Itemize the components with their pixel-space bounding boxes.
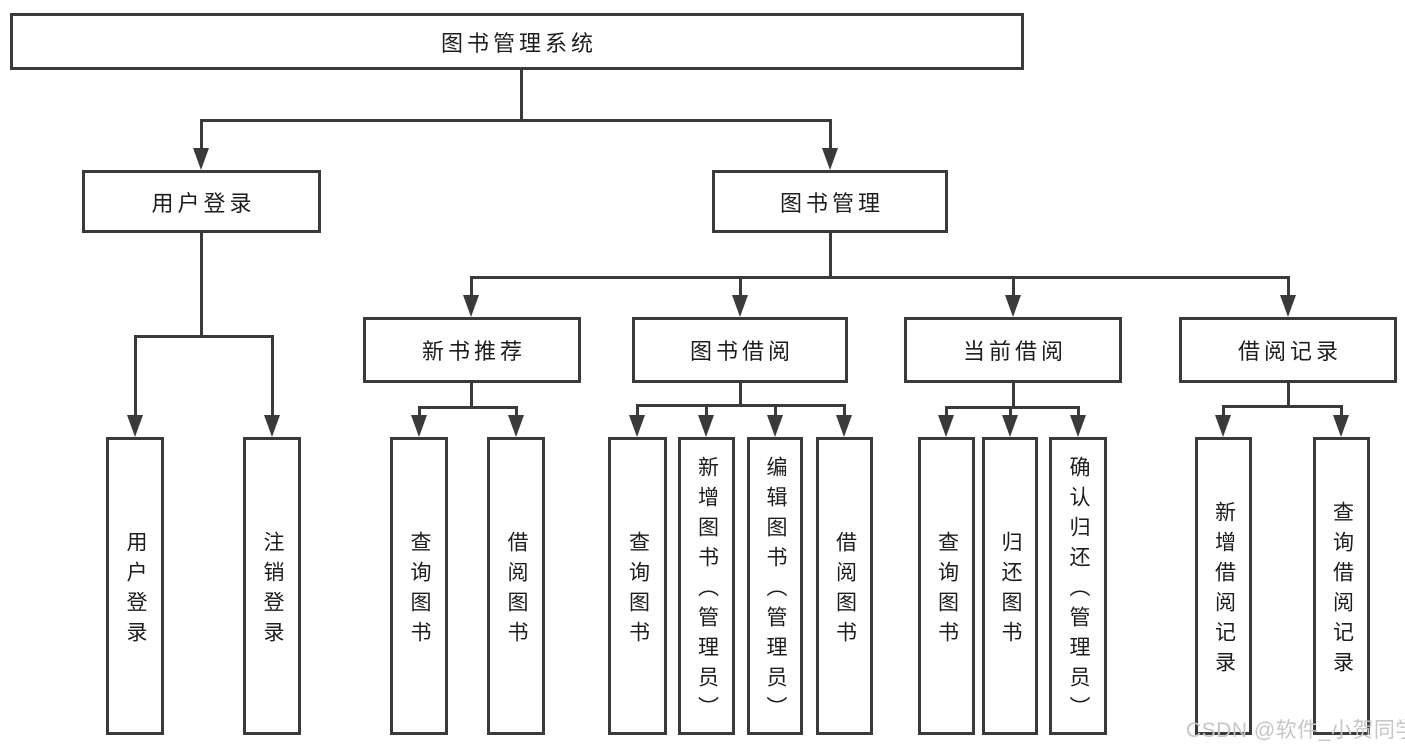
connector-line <box>1222 405 1225 418</box>
connector-line <box>636 404 639 418</box>
node-current-borrow-label: 当前借阅 <box>962 339 1067 364</box>
leaf-query-books-current-label: 查询图书 <box>935 530 959 651</box>
node-new-book-recommend-label: 新书推荐 <box>421 339 526 364</box>
leaf-add-book-admin-label: 新增图书（管理员） <box>695 455 719 726</box>
connector-line <box>1012 383 1015 406</box>
connector-line <box>843 404 846 418</box>
arrow-down-icon <box>732 295 748 317</box>
arrow-down-icon <box>629 415 645 437</box>
leaf-borrow-books-recommend: 借阅图书 <box>487 437 545 735</box>
arrow-down-icon <box>193 148 209 170</box>
leaf-edit-book-admin-label: 编辑图书（管理员） <box>764 455 788 726</box>
leaf-query-books-borrow: 查询图书 <box>608 437 667 735</box>
node-user-login: 用户登录 <box>82 170 321 233</box>
node-book-borrow: 图书借阅 <box>632 317 848 383</box>
connector-line <box>945 406 948 418</box>
node-borrow-records-label: 借阅记录 <box>1237 339 1342 364</box>
arrow-down-icon <box>1002 415 1018 437</box>
arrow-down-icon <box>698 415 714 437</box>
node-borrow-records: 借阅记录 <box>1179 317 1397 383</box>
arrow-down-icon <box>1333 415 1349 437</box>
arrow-down-icon <box>1280 295 1296 317</box>
leaf-query-borrow-record: 查询借阅记录 <box>1313 437 1370 735</box>
connector-line <box>271 335 274 417</box>
leaf-user-login: 用户登录 <box>106 437 164 735</box>
node-user-login-label: 用户登录 <box>151 190 256 216</box>
arrow-down-icon <box>264 415 280 437</box>
connector-line <box>945 406 1080 409</box>
connector-line <box>418 406 421 418</box>
leaf-user-login-label: 用户登录 <box>124 530 148 651</box>
connector-line <box>1287 383 1290 405</box>
arrow-down-icon <box>508 415 524 437</box>
connector-line <box>470 276 473 297</box>
connector-line <box>515 406 518 418</box>
arrow-down-icon <box>767 415 783 437</box>
connector-line <box>200 119 832 122</box>
connector-line <box>829 119 832 151</box>
connector-line <box>418 406 518 409</box>
connector-line <box>1340 405 1343 418</box>
leaf-query-books-borrow-label: 查询图书 <box>626 530 650 651</box>
leaf-query-books-recommend: 查询图书 <box>390 437 448 735</box>
connector-line <box>1012 276 1015 297</box>
node-root-label: 图书管理系统 <box>440 30 597 56</box>
leaf-borrow-books-recommend-label: 借阅图书 <box>505 530 529 651</box>
connector-line <box>470 383 473 406</box>
connector-line <box>739 276 742 297</box>
connector-line <box>1009 406 1012 418</box>
leaf-add-book-admin: 新增图书（管理员） <box>678 437 735 735</box>
leaf-return-books-label: 归还图书 <box>999 530 1023 651</box>
connector-line <box>1077 406 1080 418</box>
arrow-down-icon <box>836 415 852 437</box>
leaf-query-borrow-record-label: 查询借阅记录 <box>1330 500 1354 681</box>
leaf-confirm-return-admin: 确认归还（管理员） <box>1049 437 1107 735</box>
leaf-confirm-return-admin-label: 确认归还（管理员） <box>1067 455 1091 726</box>
connector-line <box>1287 276 1290 297</box>
connector-line <box>705 404 708 418</box>
connector-line <box>1222 405 1343 408</box>
node-current-borrow: 当前借阅 <box>904 317 1122 383</box>
arrow-down-icon <box>1005 295 1021 317</box>
leaf-borrow-books: 借阅图书 <box>816 437 873 735</box>
node-new-book-recommend: 新书推荐 <box>363 317 581 383</box>
arrow-down-icon <box>411 415 427 437</box>
leaf-logout-label: 注销登录 <box>261 530 285 651</box>
arrow-down-icon <box>822 148 838 170</box>
leaf-borrow-books-label: 借阅图书 <box>833 530 857 651</box>
connector-line <box>134 335 137 417</box>
arrow-down-icon <box>1215 415 1231 437</box>
connector-line <box>200 233 203 335</box>
leaf-edit-book-admin: 编辑图书（管理员） <box>747 437 803 735</box>
connector-line <box>774 404 777 418</box>
node-book-borrow-label: 图书借阅 <box>689 339 794 364</box>
node-book-management: 图书管理 <box>712 170 948 233</box>
connector-line <box>636 404 846 407</box>
connector-line <box>739 383 742 404</box>
leaf-logout: 注销登录 <box>243 437 301 735</box>
connector-line <box>200 119 203 151</box>
leaf-return-books: 归还图书 <box>982 437 1038 735</box>
connector-line <box>520 70 523 122</box>
leaf-query-books-recommend-label: 查询图书 <box>408 530 432 651</box>
connector-line <box>470 276 1290 279</box>
leaf-query-books-current: 查询图书 <box>918 437 975 735</box>
leaf-add-borrow-record-label: 新增借阅记录 <box>1212 500 1236 681</box>
arrow-down-icon <box>127 415 143 437</box>
node-book-management-label: 图书管理 <box>779 190 884 216</box>
arrow-down-icon <box>463 295 479 317</box>
node-root: 图书管理系统 <box>10 13 1024 70</box>
leaf-add-borrow-record: 新增借阅记录 <box>1195 437 1252 735</box>
csdn-watermark: CSDN @软件_小贺同学 <box>1186 719 1405 742</box>
connector-line <box>134 335 274 338</box>
connector-line <box>829 233 832 276</box>
arrow-down-icon <box>1070 415 1086 437</box>
arrow-down-icon <box>938 415 954 437</box>
